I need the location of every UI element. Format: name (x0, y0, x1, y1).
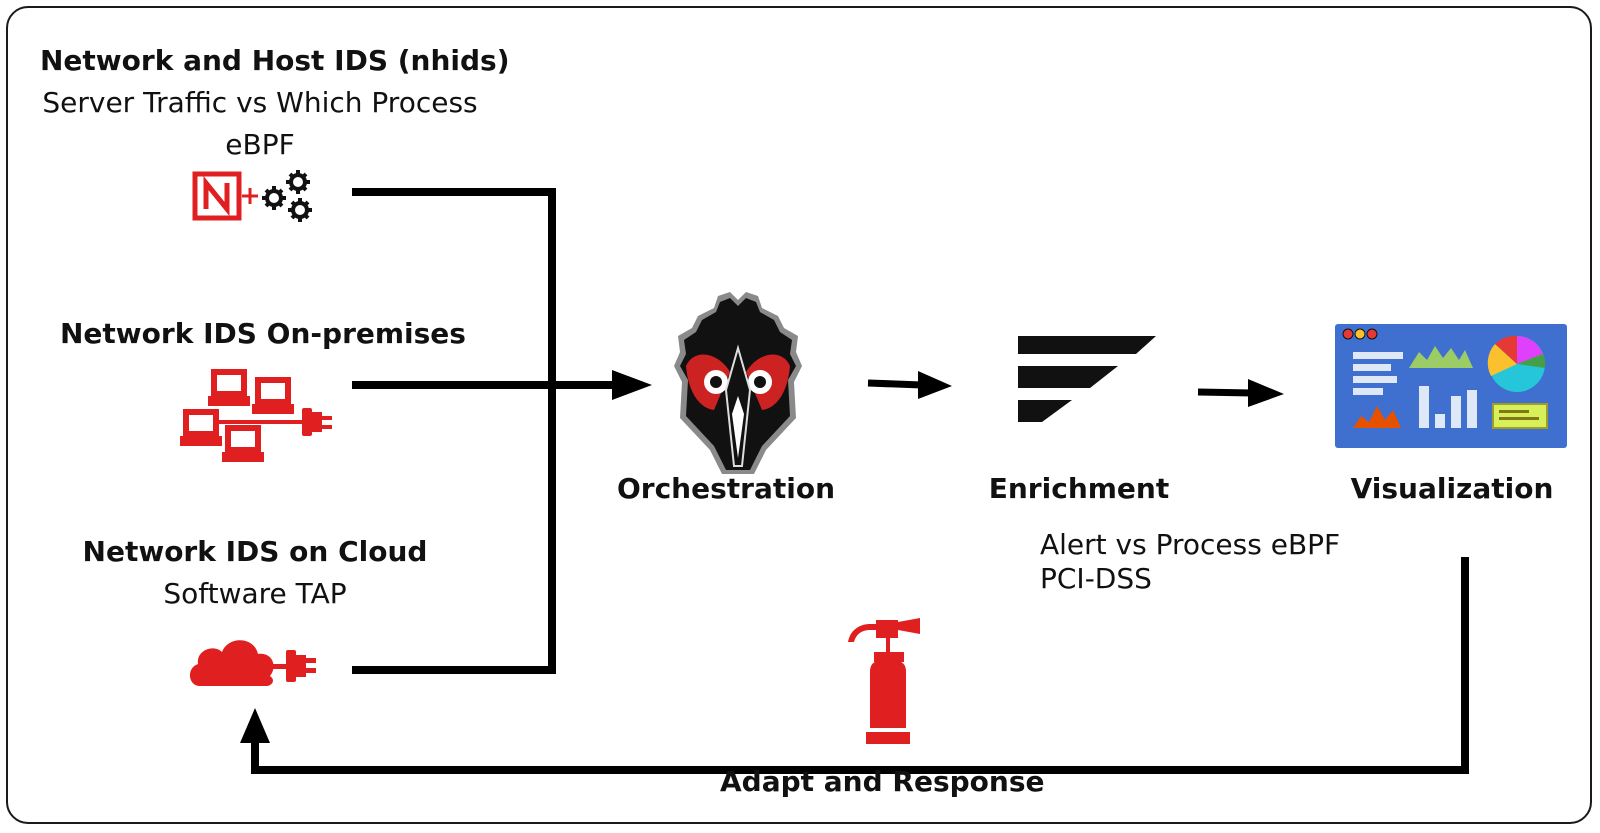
onprem-title: Network IDS On-premises (60, 317, 466, 350)
nhids-subtitle: Server Traffic vs Which Process (42, 86, 478, 119)
nhids-connector (352, 188, 556, 674)
diagram-frame (6, 6, 1592, 824)
enrich-to-vis-line (1197, 388, 1253, 397)
stripes-logo-icon (1018, 336, 1156, 422)
dashboard-icon (1335, 324, 1567, 448)
cloud-plug-icon (189, 640, 316, 686)
arrow-to-orchestration (612, 370, 652, 400)
enrichment-note-1: Alert vs Process eBPF (1040, 528, 1341, 561)
enrichment-note-2: PCI-DSS (1040, 562, 1152, 595)
orch-to-enrich-line (867, 379, 923, 389)
nhids-tech: eBPF (225, 128, 295, 161)
orchestration-label: Orchestration (616, 472, 836, 505)
arrow-to-cloud (240, 708, 270, 743)
arrow-to-enrichment (918, 371, 952, 399)
enrichment-label: Enrichment (988, 472, 1170, 505)
visualization-label: Visualization (1350, 472, 1554, 505)
fire-extinguisher-icon (848, 618, 920, 744)
cloud-subtitle: Software TAP (163, 577, 347, 610)
feedback-connector (251, 557, 1469, 774)
nplus-gears-icon (192, 170, 312, 222)
feedback-label: Adapt and Response (720, 765, 1045, 798)
nhids-title: Network and Host IDS (nhids) (40, 44, 510, 77)
network-plug-icon (180, 369, 332, 462)
owl-shield-icon (674, 292, 802, 474)
arrow-to-visualization (1248, 379, 1284, 407)
cloud-title: Network IDS on Cloud (82, 535, 428, 568)
